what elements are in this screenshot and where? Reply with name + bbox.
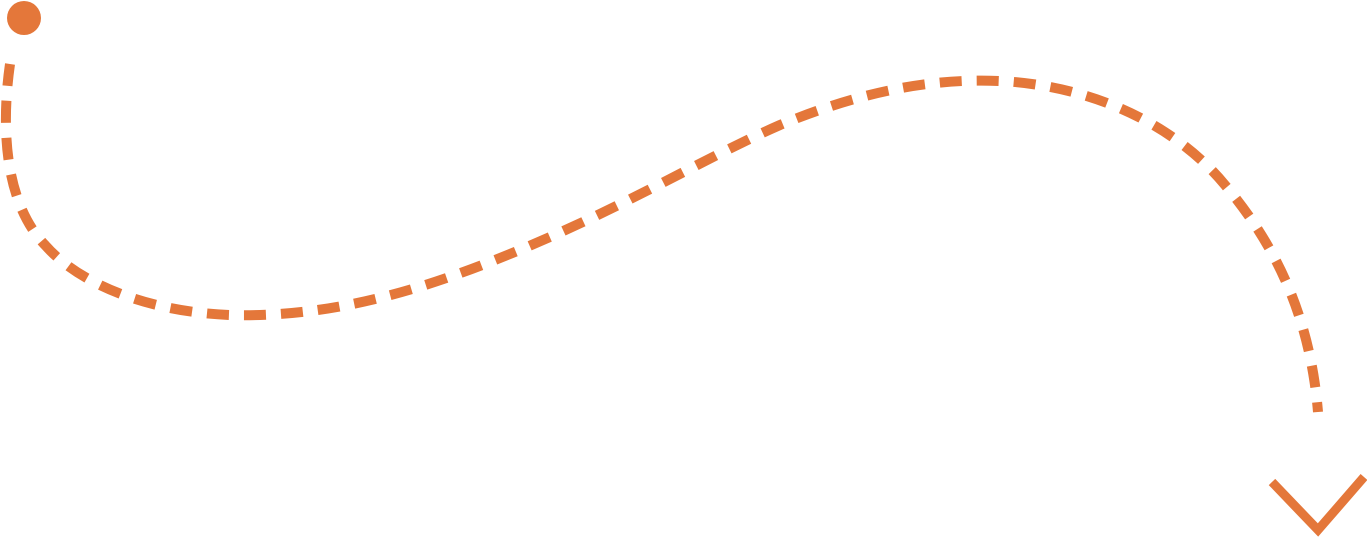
chevron-down-icon (1268, 474, 1367, 537)
start-dot (7, 1, 41, 35)
dashed-curve-path (0, 63, 1323, 413)
